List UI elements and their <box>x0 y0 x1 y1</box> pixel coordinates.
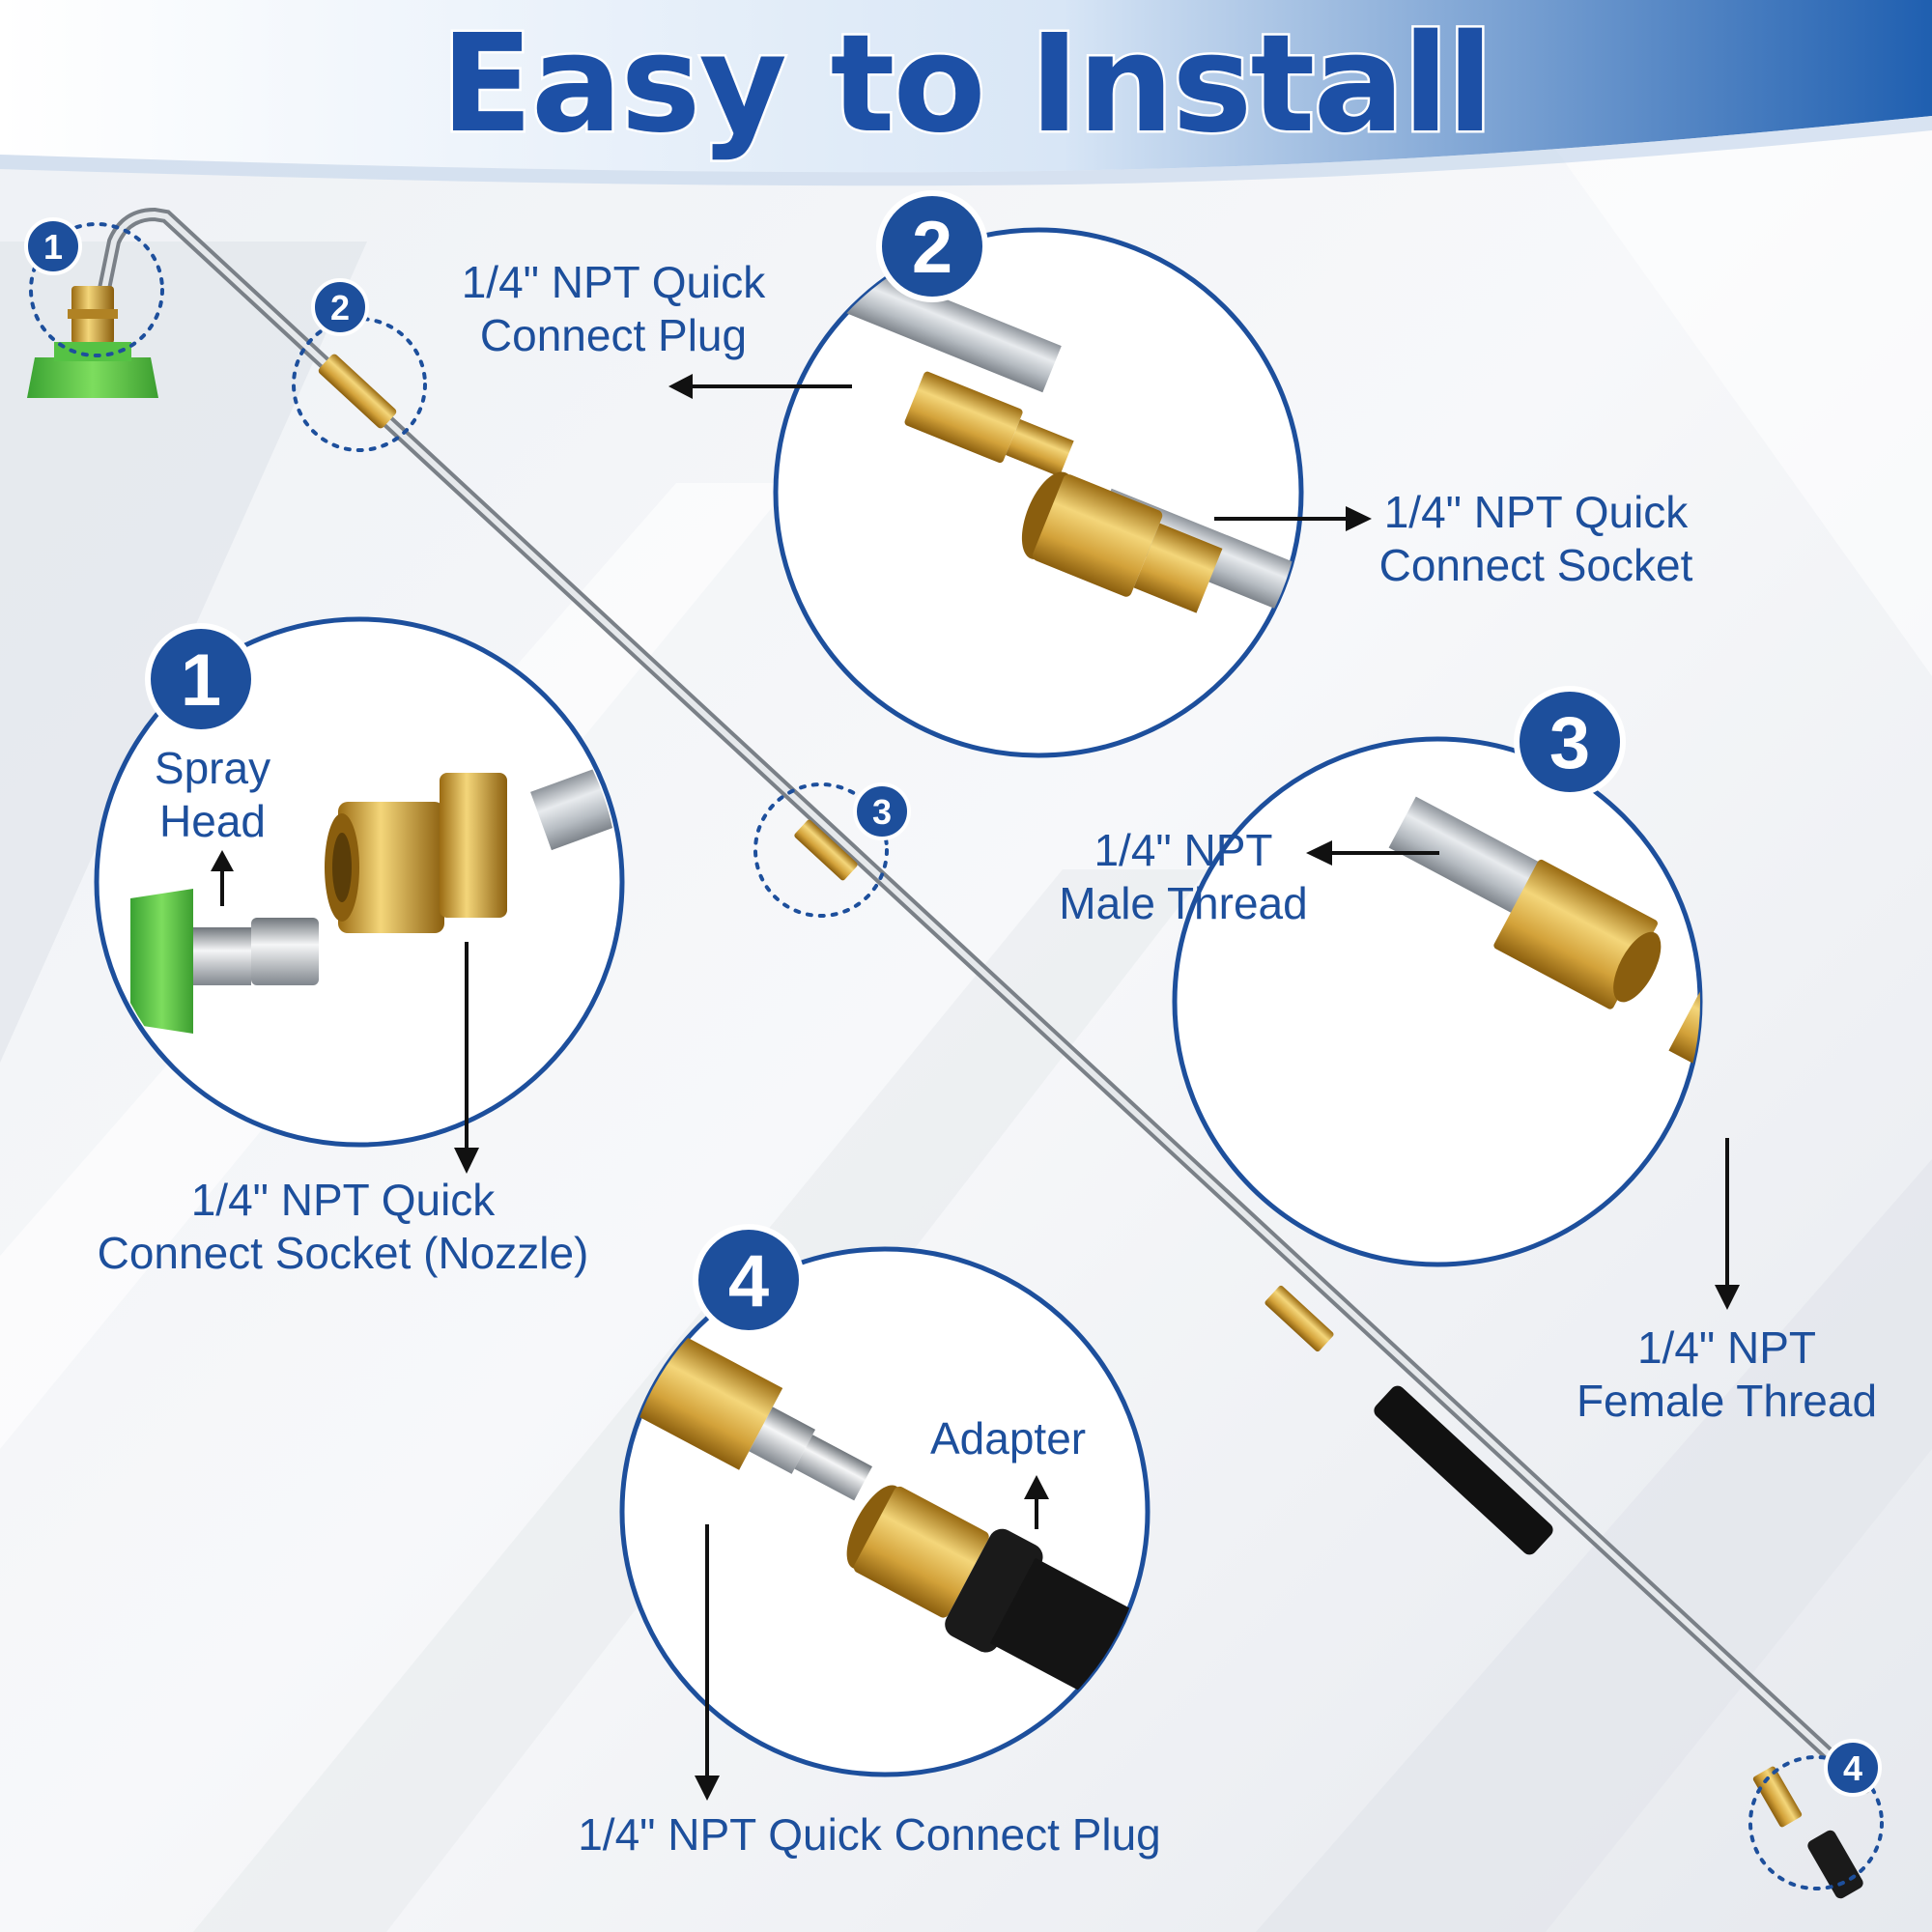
spray-head-label: Spray Head <box>154 743 271 846</box>
page-title: Easy to Install <box>439 4 1496 166</box>
male-thread-illustration <box>1668 981 1700 1073</box>
callout-1-number: 1 <box>181 639 221 722</box>
spray-head-illustration <box>130 889 319 1034</box>
adapter-label: Adapter <box>930 1413 1087 1463</box>
marker-2-number: 2 <box>330 288 350 327</box>
marker-1[interactable]: 1 <box>24 217 164 357</box>
callout-2-number: 2 <box>912 207 952 289</box>
nozzle-socket-illustration <box>325 773 507 933</box>
nozzle-socket-label: 1/4" NPT Quick Connect Socket (Nozzle) <box>97 1175 589 1278</box>
marker-1-number: 1 <box>43 227 63 267</box>
callout-1: 1 <box>94 616 625 1174</box>
marker-3-number: 3 <box>872 792 892 832</box>
quick-connect-plug-label: 1/4" NPT Quick Connect Plug <box>461 257 766 360</box>
male-thread-label: 1/4" NPT Male Thread <box>1059 825 1308 928</box>
marker-2[interactable]: 2 <box>292 278 427 452</box>
coupler-mid <box>1264 1285 1334 1352</box>
wand <box>27 207 1871 1899</box>
marker-4[interactable]: 4 <box>1748 1739 1884 1890</box>
quick-connect-plug-illustration <box>904 371 1074 477</box>
female-thread-illustration <box>1493 859 1662 1009</box>
nozzle-spray-head <box>27 286 158 398</box>
quick-connect-socket-illustration <box>1021 471 1223 613</box>
marker-3[interactable]: 3 <box>753 782 911 918</box>
header-banner <box>0 0 1932 186</box>
wand-end-plug <box>1752 1766 1803 1828</box>
female-thread-label: 1/4" NPT Female Thread <box>1576 1322 1878 1426</box>
callout-3-number: 3 <box>1549 702 1590 784</box>
callout-4-number: 4 <box>728 1240 769 1322</box>
adapter-plug-label: 1/4" NPT Quick Connect Plug <box>578 1809 1161 1860</box>
callout-4: 4 <box>619 1224 1151 1801</box>
adapter-socket-illustration <box>846 1485 1148 1734</box>
callout-3: 3 <box>1172 686 1740 1310</box>
coupler-3 <box>794 819 858 881</box>
marker-4-number: 4 <box>1843 1748 1862 1788</box>
callout-2: 2 <box>668 190 1372 758</box>
quick-connect-socket-label: 1/4" NPT Quick Connect Socket <box>1378 487 1693 590</box>
wand-end-fitting <box>1807 1830 1863 1899</box>
coupler-2 <box>318 354 397 429</box>
wand-grip <box>1374 1385 1553 1555</box>
